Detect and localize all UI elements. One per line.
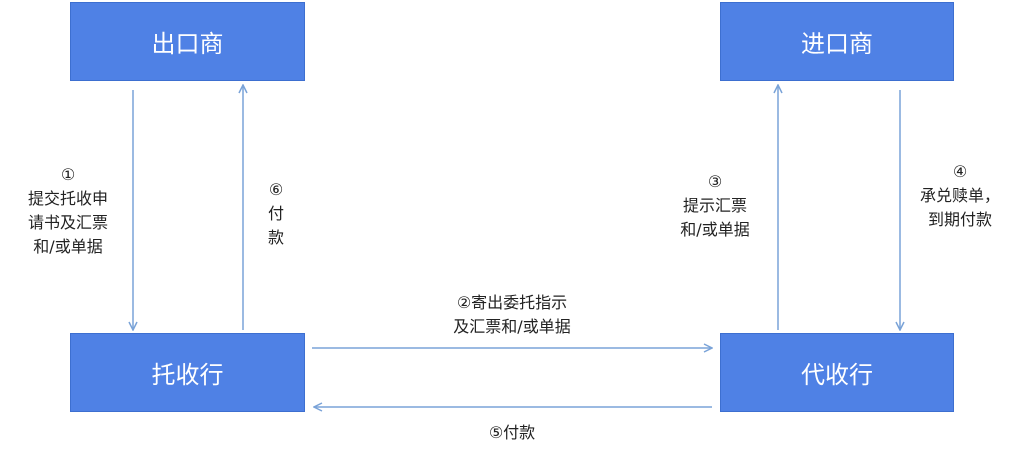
- step-4-line-1: 承兑赎单，: [919, 186, 1000, 205]
- step-4-label: ④ 承兑赎单， 到期付款: [902, 160, 1018, 232]
- exporter-node: 出口商: [70, 2, 305, 81]
- collecting-bank-label: 代收行: [801, 361, 873, 389]
- importer-node: 进口商: [720, 2, 954, 81]
- step-3-label: ③ 提示汇票 和/或单据: [660, 170, 770, 242]
- remitting-bank-label: 托收行: [151, 361, 224, 389]
- step-1-line-2: 请书及汇票: [27, 213, 108, 232]
- collecting-bank-node: 代收行: [720, 333, 954, 412]
- step-6-line-2: 款: [267, 228, 284, 247]
- step-3-line-1: 提示汇票: [682, 196, 747, 215]
- exporter-label: 出口商: [151, 30, 224, 58]
- step-2-label: ②寄出委托指示 及汇票和/或单据: [402, 291, 622, 339]
- step-1-label: ① 提交托收申 请书及汇票 和/或单据: [8, 163, 128, 259]
- step-6-label: ⑥ 付 款: [258, 178, 294, 250]
- step-5-label: ⑤付款: [462, 421, 562, 445]
- step-6-number: ⑥: [268, 180, 284, 199]
- step-6-line-1: 付: [267, 204, 284, 223]
- step-2-line-2: 及汇票和/或单据: [453, 317, 571, 336]
- step-4-number: ④: [952, 162, 968, 181]
- step-1-line-3: 和/或单据: [33, 237, 103, 256]
- step-1-number: ①: [60, 165, 76, 184]
- importer-label: 进口商: [801, 30, 873, 58]
- remitting-bank-node: 托收行: [70, 333, 305, 412]
- step-4-line-2: 到期付款: [927, 210, 992, 229]
- step-1-line-1: 提交托收申: [27, 189, 108, 208]
- step-3-line-2: 和/或单据: [680, 220, 750, 239]
- step-3-number: ③: [707, 172, 723, 191]
- step-2-line-1: ②寄出委托指示: [456, 293, 568, 312]
- step-5-line-1: ⑤付款: [488, 423, 536, 442]
